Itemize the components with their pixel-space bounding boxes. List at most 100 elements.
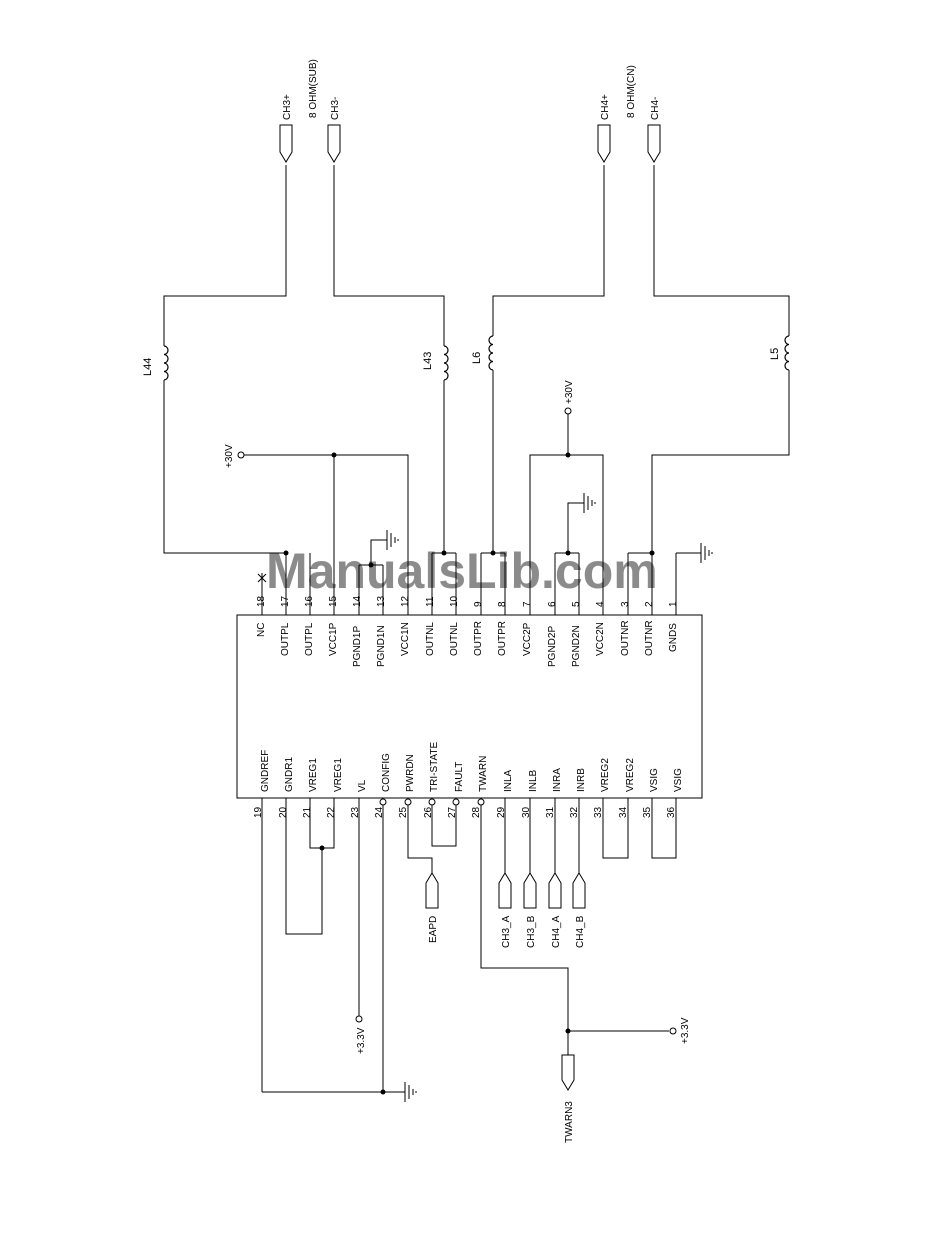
label-ch3b: CH3_B (526, 915, 537, 948)
pin-8-num: 8 (497, 601, 508, 607)
label-l43: L43 (422, 352, 434, 370)
pin-7-num: 7 (522, 601, 533, 607)
ground-icon (697, 543, 713, 563)
connector-ch4b (572, 872, 586, 909)
pin-27-num: 27 (447, 806, 458, 818)
pin-circles (379, 798, 485, 806)
pin-29-name: INLA (503, 769, 514, 792)
pin-4-name: VCC2N (595, 622, 606, 656)
pin-9-num: 9 (473, 601, 484, 607)
ground-icon (383, 530, 399, 550)
input-connectors (425, 872, 586, 1091)
pin-10-num: 10 (449, 595, 460, 607)
pin-34-name: VREG2 (625, 758, 636, 792)
label-l6: L6 (471, 352, 483, 364)
pin-6-name: PGND2P (547, 626, 558, 667)
pin-22-name: VREG1 (333, 758, 344, 792)
pin-26-num: 26 (423, 806, 434, 818)
connector-ch3n (327, 124, 341, 163)
pin-2-name: OUTNR (644, 620, 655, 656)
pin-6-num: 6 (547, 601, 558, 607)
pin-23-num: 23 (350, 806, 361, 818)
inductor-l6 (488, 335, 494, 371)
label-ch4n: CH4- (650, 97, 661, 120)
pin-32-num: 32 (569, 806, 580, 818)
ground-icon (580, 493, 596, 513)
load-label-cn: 8 OHM(CN) (626, 65, 637, 118)
label-30v-right: +30V (564, 380, 575, 404)
pin-14-name: PGND1P (352, 626, 363, 667)
pin-12-name: VCC1N (400, 622, 411, 656)
pin-11-name: OUTNL (425, 622, 436, 656)
label-l44: L44 (142, 358, 154, 376)
label-33v-vl: +3.3V (356, 1027, 367, 1054)
pin-21-name: VREG1 (308, 758, 319, 792)
terminal-30v-left (237, 451, 245, 459)
terminal-33v-twarn (669, 1027, 677, 1035)
inductor-l44 (163, 345, 169, 381)
pin-27-name: FAULT (454, 762, 465, 792)
power-terminals (237, 407, 677, 1035)
pin-5-num: 5 (571, 601, 582, 607)
connector-ch4a (548, 872, 562, 909)
pin-30-num: 30 (521, 806, 532, 818)
pin-29-num: 29 (496, 806, 507, 818)
pin-36-name: VSIG (673, 768, 684, 792)
output-connectors (279, 124, 661, 163)
pin-33-name: VREG2 (600, 758, 611, 792)
pin-2-num: 2 (644, 601, 655, 607)
pin-24-name: CONFIG (381, 753, 392, 792)
pin-8-name: OUTPR (497, 621, 508, 656)
pin-20-num: 20 (278, 806, 289, 818)
inductor-l43 (443, 345, 449, 381)
pin-32-name: INRB (576, 768, 587, 792)
wires (163, 165, 790, 1093)
pin-30-name: INLB (528, 769, 539, 792)
connector-eapd (425, 872, 439, 909)
pin-18-name: NC (256, 623, 267, 637)
terminal-33v-vl (355, 1015, 363, 1023)
pin-16-name: OUTPL (304, 622, 315, 656)
junction-dots (283, 452, 655, 1095)
pin-36-num: 36 (666, 806, 677, 818)
label-ch4p: CH4+ (600, 94, 611, 120)
pin-25-num: 25 (398, 806, 409, 818)
pin-19-name: GNDREF (260, 750, 271, 792)
connector-ch4n (647, 124, 661, 163)
pin-31-num: 31 (545, 806, 556, 818)
pin-11-num: 11 (425, 596, 436, 607)
pin-26-name: TRI-STATE (429, 741, 440, 792)
pin-23-name: VL (357, 779, 368, 792)
connector-twarn3 (561, 1054, 575, 1091)
pin-5-name: PGND2N (571, 625, 582, 667)
pin-24-num: 24 (374, 806, 385, 818)
pin-4-num: 4 (595, 601, 606, 607)
connector-ch3a (498, 872, 512, 909)
label-ch4a: CH4_A (551, 915, 562, 948)
connector-ch3b (523, 872, 537, 909)
pin-19-num: 19 (253, 806, 264, 818)
pin-17-name: OUTPL (280, 622, 291, 656)
watermark: ManualsLib.com (266, 543, 658, 599)
pin-22-num: 22 (326, 806, 337, 818)
label-33v-twarn: +3.3V (680, 1017, 691, 1044)
pin-35-num: 35 (642, 806, 653, 818)
label-ch3p: CH3+ (282, 94, 293, 120)
pin-31-name: INRA (552, 768, 563, 792)
label-30v-left: +30V (224, 444, 235, 468)
connector-ch3p (279, 124, 293, 163)
pin-9-name: OUTPR (473, 621, 484, 656)
label-twarn3: TWARN3 (564, 1101, 575, 1143)
pin-28-name: TWARN (478, 756, 489, 792)
pin-33-num: 33 (593, 806, 604, 818)
pin-21-num: 21 (302, 806, 313, 818)
pin-13-name: PGND1N (376, 625, 387, 667)
pin-1-name: GNDS (668, 623, 679, 652)
pin-28-num: 28 (471, 806, 482, 818)
pin-14-num: 14 (352, 595, 363, 607)
ground-icon (401, 1082, 417, 1102)
pin-1-num: 1 (668, 601, 679, 607)
label-ch3n: CH3- (330, 97, 341, 120)
pin-35-name: VSIG (649, 768, 660, 792)
pin-3-num: 3 (620, 601, 631, 607)
